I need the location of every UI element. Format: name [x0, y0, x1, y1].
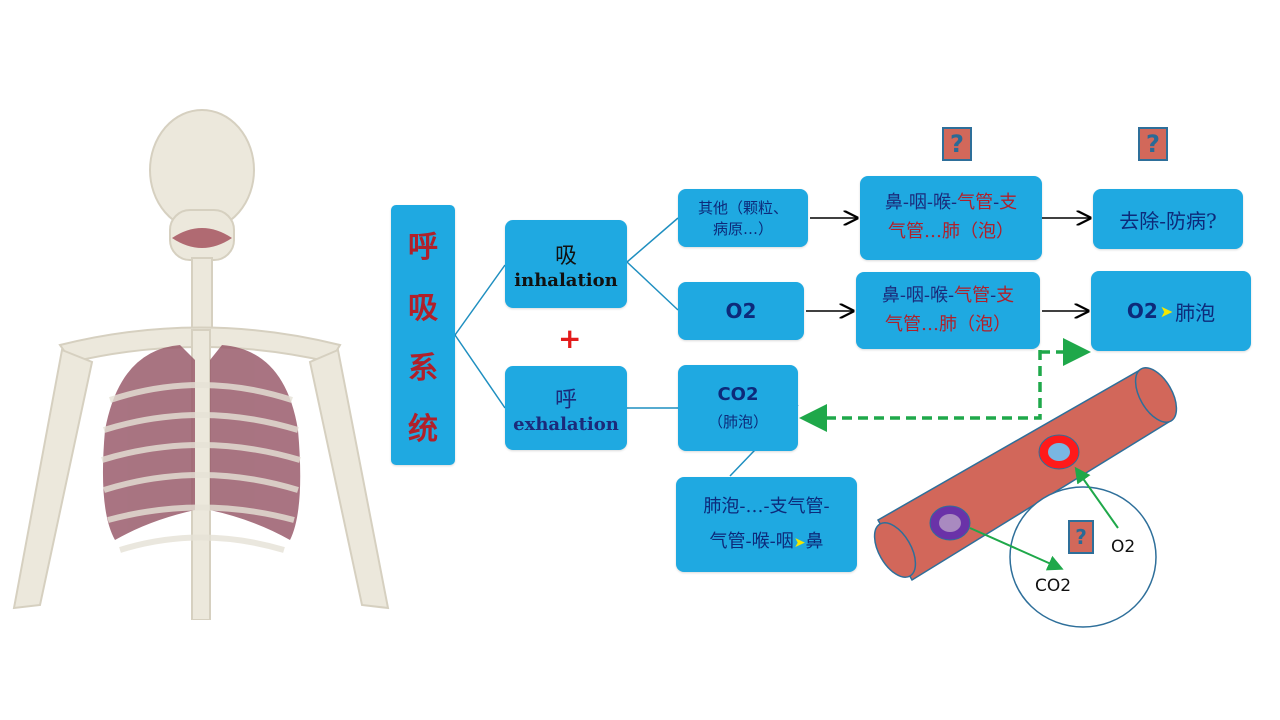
blood-vessel — [873, 367, 1178, 582]
exhalation-en: exhalation — [513, 413, 619, 435]
exhalation-zh: 呼 — [554, 387, 577, 413]
right-arm — [308, 348, 390, 610]
path-segment: 气管 — [954, 284, 991, 306]
o2-diagram-label: O2 — [1111, 537, 1136, 557]
inhalation-zh: 吸 — [554, 243, 577, 269]
title-box: 呼 吸 系 统 — [391, 205, 455, 465]
title-char: 吸 — [408, 290, 438, 326]
mouth — [172, 228, 232, 248]
other-line1: 其他（颗粒、 — [697, 199, 788, 217]
exhalation-box: 呼 exhalation — [505, 366, 627, 450]
exhale-path-segment: 气管-喉-咽 — [709, 530, 794, 552]
airway-path-box-2: 鼻-咽-喉-气管-支 气管…肺（泡） — [856, 272, 1040, 349]
o2-to-alveoli-box: O2 ➤ 肺泡 — [1091, 271, 1251, 351]
arrow-icon: ➤ — [1159, 301, 1174, 321]
arrow-icon: ➤ — [793, 534, 806, 551]
question-mark-icon: ? — [1068, 520, 1094, 554]
co2-diagram-label: CO2 — [1035, 576, 1072, 596]
inhalation-en: inhalation — [514, 269, 618, 291]
other-line2: 病原…） — [712, 220, 773, 238]
title-char: 系 — [408, 351, 438, 387]
title-char: 统 — [408, 412, 438, 448]
remove-disease-label: 去除-防病? — [1119, 208, 1217, 233]
path-segment: 鼻-咽-喉- — [881, 284, 955, 306]
co2-box: CO2 （肺泡） — [678, 365, 798, 451]
o2-box: O2 — [678, 282, 804, 340]
question-mark-icon: ? — [1138, 127, 1168, 161]
path-segment: - — [993, 192, 1000, 214]
other-particles-box: 其他（颗粒、 病原…） — [678, 189, 808, 247]
alveolus-circle — [1009, 486, 1157, 628]
exhale-path-box: 肺泡-…-支气管- 气管-喉-咽➤鼻 — [676, 477, 857, 572]
remove-disease-box: 去除-防病? — [1093, 189, 1243, 249]
plus-sign: + — [558, 322, 582, 355]
inhalation-box: 吸 inhalation — [505, 220, 627, 308]
left-arm — [12, 348, 94, 610]
co2-alveoli-label: （肺泡） — [707, 413, 768, 431]
dashed-arrow-to-co2 — [799, 350, 1042, 432]
question-mark-icon: ? — [942, 127, 972, 161]
exhale-path-segment: 鼻 — [805, 530, 824, 552]
o2-label: O2 — [1126, 299, 1158, 323]
o2-label: O2 — [725, 299, 757, 323]
path-segment: 气管…肺（泡） — [888, 221, 1014, 242]
path-segment: 鼻-咽-喉- — [884, 192, 958, 214]
exhale-path-line1: 肺泡-…-支气管- — [703, 496, 830, 518]
airway-path-box-1: 鼻-咽-喉-气管-支 气管…肺（泡） — [860, 176, 1042, 260]
path-segment: 支 — [999, 192, 1018, 214]
skeleton-lungs-illustration — [12, 109, 390, 620]
path-segment: - — [990, 284, 997, 306]
path-segment: 气管…肺（泡） — [885, 313, 1011, 335]
co2-label: CO2 — [717, 384, 759, 405]
path-segment: 支 — [996, 284, 1015, 306]
title-char: 呼 — [408, 229, 438, 265]
path-segment: 气管 — [957, 192, 994, 214]
alveoli-label: 肺泡 — [1175, 300, 1216, 325]
